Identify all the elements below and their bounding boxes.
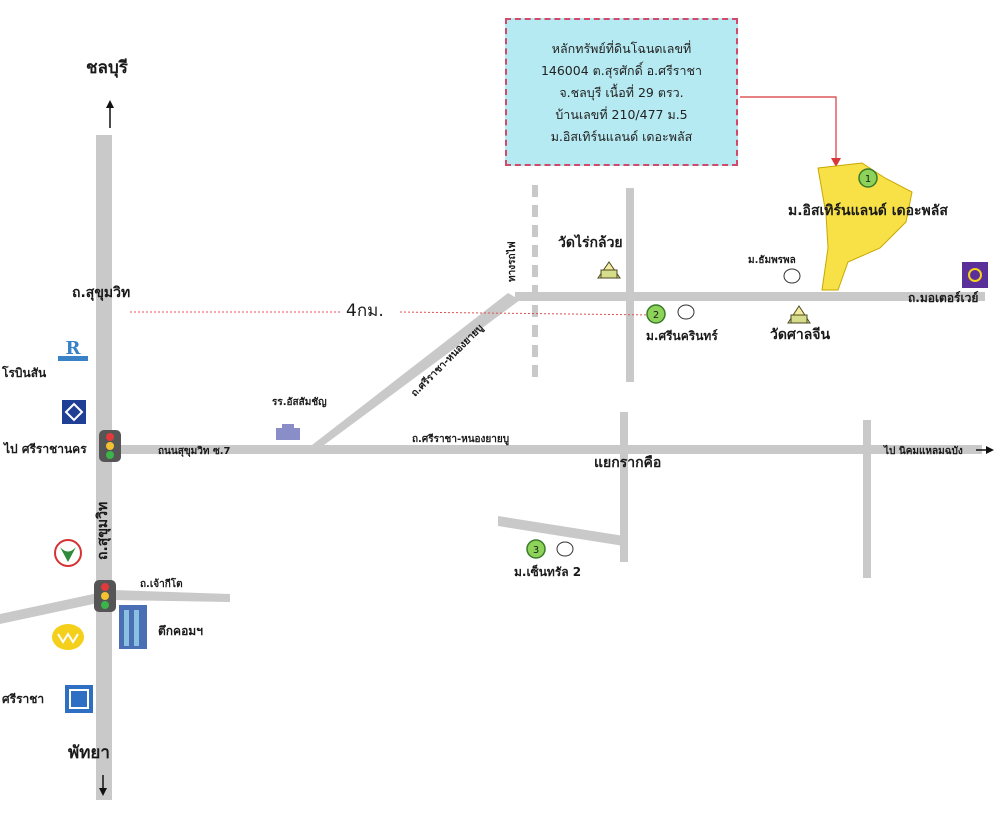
marker-3-label: 3 bbox=[533, 545, 539, 556]
label-school: รร.อัสสัมชัญ bbox=[272, 397, 327, 408]
traffic-light-icon bbox=[94, 580, 116, 612]
label-sriracha-bottom: ศรีราชา bbox=[2, 692, 45, 706]
landmark-circle-icon bbox=[677, 304, 695, 320]
label-south: พัทยา bbox=[68, 743, 110, 763]
marker-2-label: 2 bbox=[653, 310, 659, 321]
temple-icon bbox=[787, 305, 811, 324]
landmark-circle-icon bbox=[556, 541, 574, 557]
landmark-circle-icon bbox=[783, 268, 801, 284]
pointer-arrow-head bbox=[831, 158, 841, 167]
road-sukhumvit-vertical bbox=[96, 135, 112, 800]
scb-bank-icon bbox=[962, 262, 988, 288]
label-sukhumvit-vertical: ถ.สุขุมวิท bbox=[95, 501, 111, 560]
info-line: จ.ชลบุรี เนื้อที่ 29 ตรว. bbox=[559, 85, 684, 100]
road-left-bottom bbox=[0, 590, 230, 624]
label-distance: 4กม. bbox=[346, 301, 384, 321]
road-sriracha-horizontal bbox=[112, 445, 982, 454]
label-intersection: แยกรากคือ bbox=[594, 455, 662, 471]
marker-2[interactable]: 2 bbox=[646, 304, 666, 324]
road-vertical-a bbox=[626, 188, 634, 382]
road-upper-horizontal bbox=[515, 292, 985, 301]
label-wat-2: วัดศาลจีน bbox=[770, 327, 831, 343]
project-area bbox=[817, 162, 913, 291]
road-diagonal bbox=[312, 293, 520, 445]
tower-building-icon bbox=[119, 605, 147, 649]
label-to-industrial: ไป นิคมแหลมฉบัง bbox=[884, 446, 963, 457]
label-sukhumvit-soi7: ถนนสุขุมวิท ซ.7 bbox=[158, 446, 231, 457]
marker-1[interactable]: 1 bbox=[858, 168, 878, 188]
traffic-light-icon bbox=[99, 430, 121, 462]
info-line: ม.อิสเทิร์นแลนด์ เดอะพลัส bbox=[550, 129, 693, 144]
krungsri-bank-icon bbox=[52, 624, 84, 650]
bangkok-bank-icon bbox=[62, 400, 86, 424]
label-mo2: ม.ศรีนครินทร์ bbox=[646, 329, 718, 343]
label-motorway: ถ.มอเตอร์เวย์ bbox=[908, 291, 979, 305]
label-north: ชลบุรี bbox=[86, 58, 128, 78]
info-line: หลักทรัพย์ที่ดินโฉนดเลขที่ bbox=[551, 41, 692, 56]
label-sukhumvit-top: ถ.สุขุมวิท bbox=[72, 285, 131, 301]
label-railway: ทางรถไฟ bbox=[507, 241, 518, 282]
pointer-arrow bbox=[740, 96, 837, 160]
marker-3[interactable]: 3 bbox=[526, 539, 546, 559]
info-line: บ้านเลขที่ 210/477 ม.5 bbox=[555, 107, 688, 122]
label-rattanapol: ม.ธัมพรพล bbox=[748, 255, 796, 266]
kasikorn-bank-icon bbox=[54, 539, 82, 567]
east-arrow-bottom bbox=[986, 446, 994, 454]
svg-text:R: R bbox=[66, 338, 82, 359]
label-wat-rai: วัดไร่กล้วย bbox=[558, 235, 623, 251]
property-info-box: หลักทรัพย์ที่ดินโฉนดเลขที่ 146004 ต.สุรศ… bbox=[505, 18, 738, 166]
school-building-icon bbox=[276, 424, 300, 440]
road-vertical-c bbox=[863, 420, 871, 578]
krungthai-bank-icon bbox=[63, 683, 95, 715]
marker-1-label: 1 bbox=[865, 174, 871, 185]
label-road-chao-kito: ถ.เจ้ากีโต bbox=[140, 579, 183, 590]
road-vertical-b bbox=[620, 412, 628, 562]
robinson-logo-icon: R bbox=[56, 336, 90, 364]
road-lower-slanted bbox=[498, 516, 624, 546]
info-line: 146004 ต.สุรศักดิ์ อ.ศรีราชา bbox=[540, 63, 703, 78]
label-project-name: ม.อิสเทิร์นแลนด์ เดอะพลัส bbox=[788, 203, 948, 219]
label-tower: ตึกคอมฯ bbox=[158, 624, 203, 638]
north-arrow-head bbox=[106, 100, 114, 108]
temple-icon bbox=[597, 261, 621, 279]
label-to-sriracha: ไป ศรีราชานคร bbox=[4, 442, 87, 456]
label-central2: ม.เซ็นทรัล 2 bbox=[514, 565, 582, 579]
south-arrow-head bbox=[99, 788, 107, 796]
label-sriracha-nongyaibu: ถ.ศรีราชา-หนองยายบู bbox=[412, 434, 510, 445]
distance-dotted-line-2 bbox=[399, 311, 656, 316]
label-robinson: โรบินสัน bbox=[2, 366, 47, 380]
